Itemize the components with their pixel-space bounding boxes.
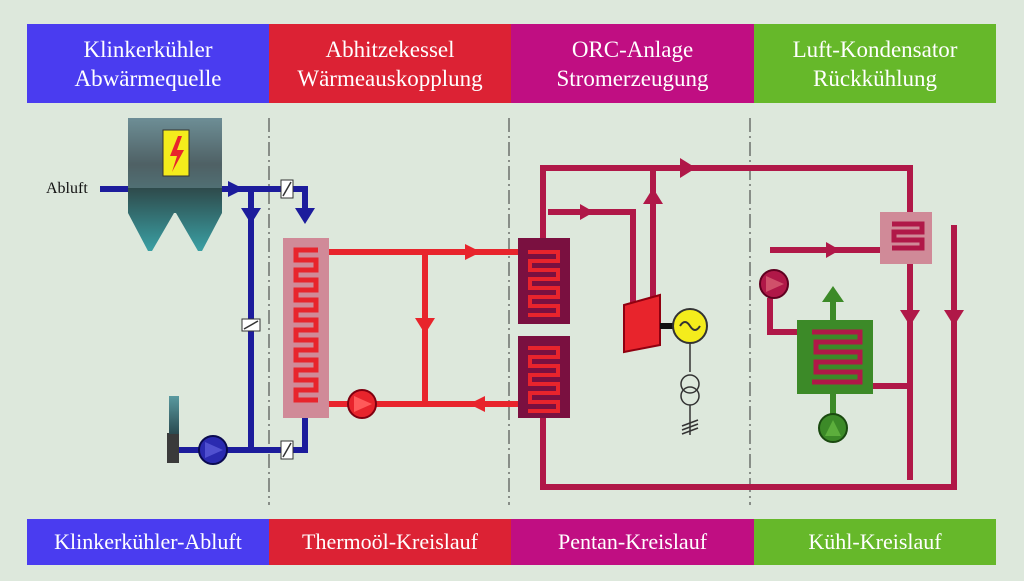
flow-arrow [944,310,964,326]
header-abhitzekessel: Abhitzekessel Wärmeauskopplung [269,24,511,103]
abluft-label: Abluft [46,180,88,197]
flow-arrow [469,396,485,412]
flow-arrow [295,208,315,224]
orc-turbine [623,293,674,354]
valve-icon [241,318,261,332]
flow-arrow [900,310,920,326]
exhaust-stack [167,396,179,463]
footer-klinkerkuehler-abluft: Klinkerkühler-Abluft [27,519,269,565]
flow-arrow [228,181,244,197]
footer-pentan-kreislauf: Pentan-Kreislauf [511,519,754,565]
air-condenser [797,286,873,414]
header-luft-kondensator-subtitle: Rückkühlung [813,65,937,91]
recuperator-coil [891,221,925,251]
header-luft-kondensator: Luft-Kondensator Rückkühlung [754,24,996,103]
header-klinkerkuehler-title: Klinkerkühler [83,36,213,62]
footer-kuehl-kreislauf: Kühl-Kreislauf [754,519,996,565]
pentane-arrows [580,158,964,326]
header-orc-anlage-subtitle: Stromerzeugung [556,65,709,91]
fan-icon [818,413,848,443]
thermal-oil-arrows [415,244,485,412]
section-dividers [268,118,751,505]
valve-icon [280,179,294,199]
pentane-loop [540,165,957,490]
flow-arrow [241,208,261,224]
flow-arrow [826,242,840,258]
thermal-oil-pump [347,389,377,419]
transformer-icon [680,343,700,435]
exhaust-fan [198,435,228,465]
high-voltage-icon [162,129,190,177]
flow-arrow [680,158,696,178]
exhaust-arrows [228,181,315,224]
header-abhitzekessel-title: Abhitzekessel [325,36,455,62]
flow-arrow [580,204,594,220]
footer-thermooel-kreislauf: Thermoöl-Kreislauf [269,519,511,565]
flow-arrow [415,318,435,334]
valve-icon [280,440,294,460]
flow-arrow [465,244,481,260]
evaporator-upper [518,238,570,324]
header-abhitzekessel-subtitle: Wärmeauskopplung [297,65,483,91]
evaporator-lower [518,336,570,418]
flow-arrow [643,188,663,204]
header-luft-kondensator-title: Luft-Kondensator [792,36,958,62]
waste-heat-boiler [283,238,329,418]
generator-icon [672,308,708,344]
header-klinkerkuehler: Klinkerkühler Abwärmequelle [27,24,269,103]
header-orc-anlage-title: ORC-Anlage [571,36,694,62]
header-klinkerkuehler-subtitle: Abwärmequelle [74,65,222,91]
header-orc-anlage: ORC-Anlage Stromerzeugung [511,24,754,103]
pentane-pump [759,269,789,299]
